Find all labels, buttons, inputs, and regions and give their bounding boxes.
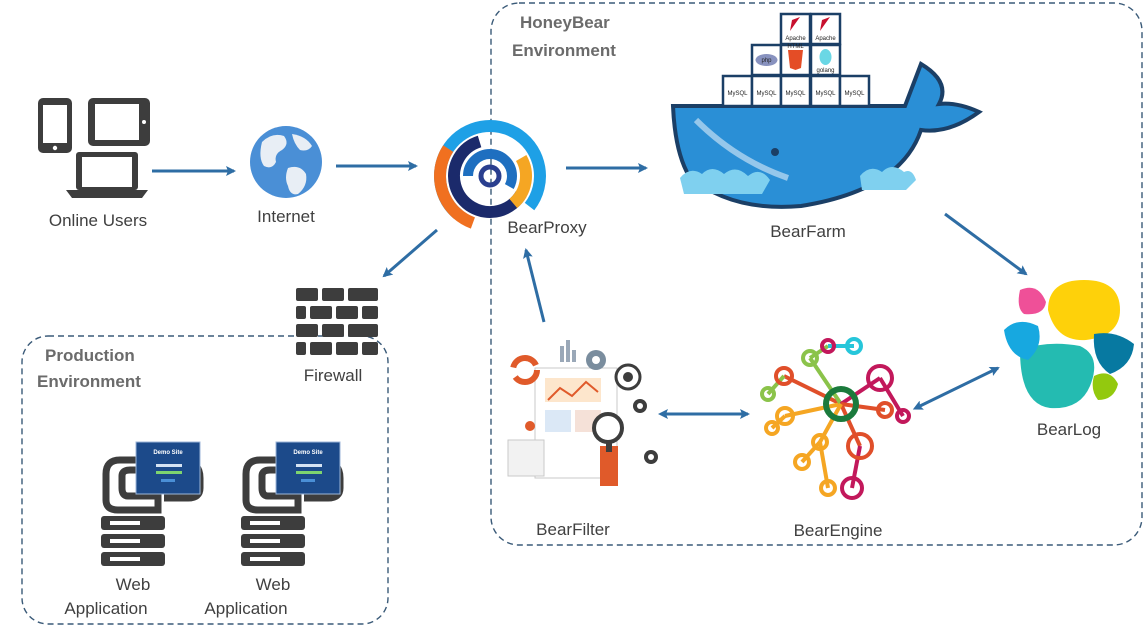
firewall-icon bbox=[296, 288, 378, 355]
arrow-engine-log bbox=[912, 366, 1000, 410]
honeybear-environment-group: HoneyBear Environment bbox=[490, 2, 1143, 546]
svg-text:Apache: Apache bbox=[785, 36, 806, 42]
container-html5: HTML bbox=[779, 43, 812, 77]
internet-label: Internet bbox=[257, 207, 315, 226]
web-application-1-label-line2: Application bbox=[64, 599, 147, 618]
web-application-2-label-line2: Application bbox=[204, 599, 287, 618]
web-application-1-icon: Demo Site bbox=[101, 441, 204, 566]
demo-site-title-2: Demo Site bbox=[293, 450, 323, 456]
web-application-2-label-line1: Web bbox=[256, 575, 291, 594]
production-title-line2: Environment bbox=[37, 372, 141, 391]
arrow-filter-to-proxy bbox=[523, 248, 546, 323]
docker-whale-icon bbox=[670, 61, 983, 209]
bearlog-label: BearLog bbox=[1037, 420, 1101, 439]
svg-text:php: php bbox=[761, 58, 772, 64]
bearfilter-label: BearFilter bbox=[536, 520, 610, 539]
svg-text:MySQL: MySQL bbox=[756, 91, 777, 97]
svg-text:MySQL: MySQL bbox=[844, 91, 865, 97]
svg-text:MySQL: MySQL bbox=[785, 91, 806, 97]
honeybear-title-line2: Environment bbox=[512, 41, 616, 60]
bearproxy-logo-icon bbox=[434, 120, 546, 232]
online-users-label: Online Users bbox=[49, 211, 147, 230]
web-application-1-label-line1: Web bbox=[116, 575, 151, 594]
bearlog-logo-icon bbox=[1004, 280, 1134, 409]
arrow-proxy-to-firewall bbox=[382, 228, 438, 278]
container-php: php bbox=[750, 43, 783, 77]
globe-icon bbox=[250, 126, 322, 198]
bearfarm-label: BearFarm bbox=[770, 222, 846, 241]
web-application-2-icon: Demo Site bbox=[241, 441, 344, 566]
container-stack: Apache Apache php HTML golang MySQL bbox=[721, 12, 871, 108]
container-apache-1: Apache bbox=[779, 12, 812, 46]
svg-text:Apache: Apache bbox=[815, 36, 836, 42]
svg-text:golang: golang bbox=[816, 68, 834, 74]
honeybear-title-line1: HoneyBear bbox=[520, 13, 610, 32]
bearengine-label: BearEngine bbox=[794, 521, 883, 540]
container-apache-2: Apache bbox=[809, 12, 842, 46]
container-golang: golang bbox=[809, 43, 842, 77]
production-title-line1: Production bbox=[45, 346, 135, 365]
svg-text:MySQL: MySQL bbox=[727, 91, 748, 97]
bearfilter-analytics-icon bbox=[507, 340, 658, 486]
firewall-label: Firewall bbox=[304, 366, 363, 385]
bearproxy-label: BearProxy bbox=[507, 218, 587, 237]
arrow-farm-to-log bbox=[944, 212, 1028, 276]
demo-site-title-1: Demo Site bbox=[153, 450, 183, 456]
container-mysql-4: MySQL bbox=[809, 74, 842, 108]
bearengine-network-icon bbox=[760, 337, 911, 500]
svg-text:HTML: HTML bbox=[787, 44, 804, 50]
container-mysql-2: MySQL bbox=[750, 74, 783, 108]
container-mysql-3: MySQL bbox=[779, 74, 812, 108]
production-environment-group: Production Environment bbox=[21, 335, 389, 625]
connection-arrows bbox=[152, 161, 1028, 419]
svg-text:MySQL: MySQL bbox=[815, 91, 836, 97]
container-mysql-1: MySQL bbox=[721, 74, 754, 108]
devices-icon bbox=[38, 98, 150, 198]
container-mysql-5: MySQL bbox=[838, 74, 871, 108]
